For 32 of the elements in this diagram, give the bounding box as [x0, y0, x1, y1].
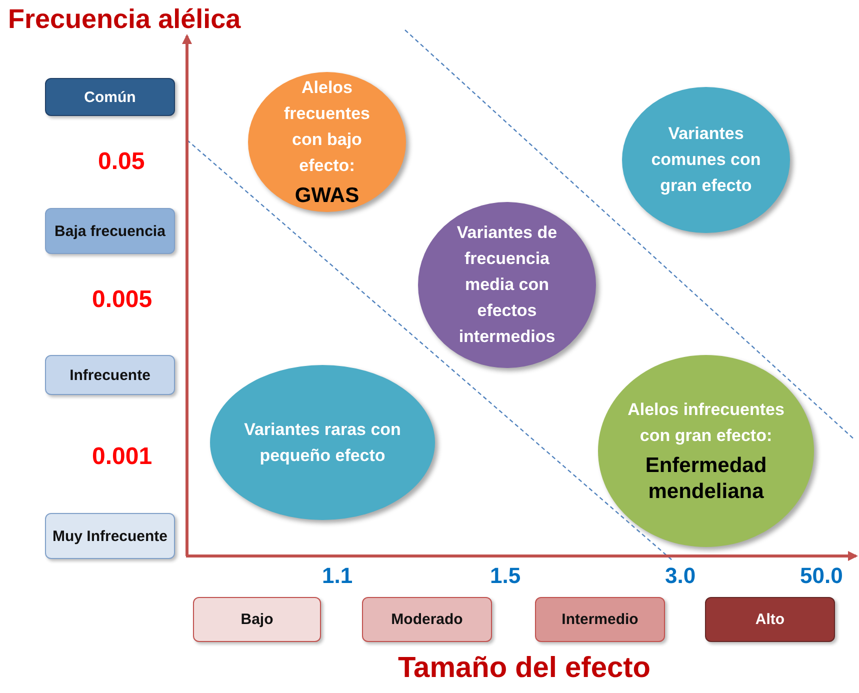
category-box: [193, 597, 321, 642]
axis-value: 50.0: [800, 563, 843, 589]
category-label: Intermedio: [562, 611, 638, 628]
node-text: Alelos infrecuentes con gran efecto:: [626, 399, 786, 447]
category-label: Infrecuente: [70, 366, 150, 384]
axis-value: 1.1: [322, 563, 353, 589]
node-text: Alelos frecuentes con bajo efecto:: [283, 77, 371, 177]
axis-value: 0.001: [92, 443, 152, 471]
node-text: Variantes de frecuencia media con efectos intermedios: [456, 222, 558, 348]
category-label: Común: [84, 88, 136, 106]
node-heading: GWAS: [294, 183, 360, 209]
node-text: Variantes raras con pequeño efecto: [243, 418, 402, 466]
axis-value: 3.0: [665, 563, 696, 589]
axis-value: 1.5: [490, 563, 521, 589]
axis-title: Frecuencia alélica: [8, 4, 241, 35]
category-label: Bajo: [240, 611, 274, 628]
category-box: [362, 597, 492, 642]
category-box: [705, 597, 835, 642]
category-label: Alto: [755, 611, 785, 628]
category-label: Moderado: [391, 611, 463, 628]
category-label: Baja frecuencia: [54, 222, 166, 240]
category-box: [45, 355, 175, 395]
category-box: [45, 513, 175, 559]
node-heading: Enfermedad mendeliana: [644, 453, 768, 505]
node-text: Variantes comunes con gran efecto: [650, 123, 762, 197]
category-box: [535, 597, 665, 642]
category-box: [45, 208, 175, 254]
category-box: [45, 78, 175, 116]
category-label: Muy Infrecuente: [52, 528, 168, 544]
axis-value: 0.05: [98, 148, 145, 176]
axis-title: Tamaño del efecto: [398, 652, 650, 685]
axis-value: 0.005: [92, 286, 152, 314]
